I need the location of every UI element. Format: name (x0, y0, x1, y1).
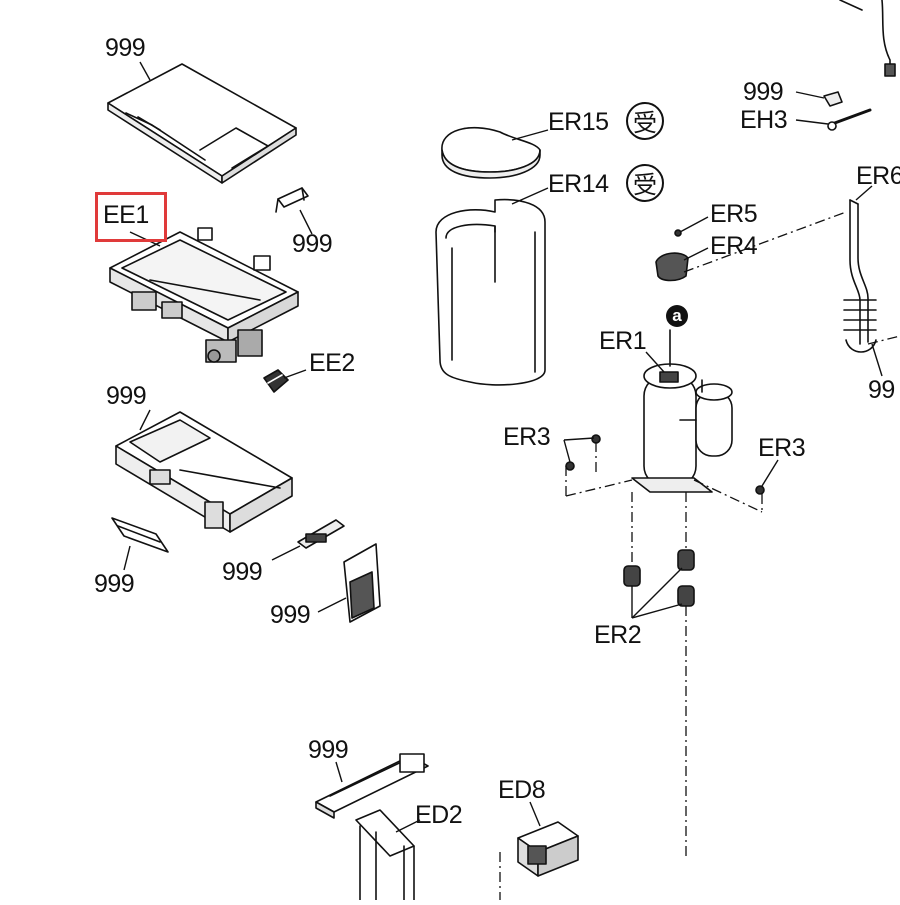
part-label-er6: ER6 (856, 162, 900, 190)
compressor-part (631, 329, 733, 493)
part-label-999: 999 (292, 230, 333, 258)
tray-part (115, 411, 293, 533)
part-label-999: 99 (868, 376, 895, 404)
part-label-er4: ER4 (710, 232, 758, 260)
leader-lines (123, 61, 883, 833)
part-label-ee2: EE2 (309, 349, 355, 377)
part-label-999: 999 (743, 78, 784, 106)
part-label-999: 999 (94, 570, 135, 598)
part-label-999: 999 (222, 558, 263, 586)
nut-part (591, 434, 601, 444)
controller-board-part (109, 227, 299, 363)
nut-part (565, 461, 575, 471)
assembly-lines (499, 211, 900, 900)
part-label-er3: ER3 (758, 434, 806, 462)
part-label-er15: ER15 (548, 108, 609, 136)
part-label-ed8: ED8 (498, 776, 546, 804)
rail-part (315, 753, 429, 819)
highlight-box (95, 192, 167, 242)
electrical-box-part (517, 821, 579, 877)
small-bracket-part (275, 187, 309, 213)
part-label-ee1: EE1 (103, 201, 149, 229)
plate-part (297, 519, 345, 549)
part-label-er5: ER5 (710, 200, 758, 228)
nut-part (755, 485, 765, 495)
connector-block-part (263, 369, 289, 393)
flap-part (343, 543, 381, 623)
insulation-sleeve-part (435, 198, 546, 386)
grommet-part (623, 549, 695, 607)
part-label-999: 999 (106, 382, 147, 410)
wire-part (839, 0, 896, 77)
part-label-er14: ER14 (548, 170, 609, 198)
part-label-er2: ER2 (594, 621, 642, 649)
receive-mark-icon: 受 (626, 102, 664, 140)
insulation-cap-part (441, 126, 541, 179)
part-label-ed2: ED2 (415, 801, 463, 829)
cover-panel-part (107, 63, 297, 184)
part-label-999: 999 (105, 34, 146, 62)
pipe-part (843, 199, 877, 353)
part-label-er3: ER3 (503, 423, 551, 451)
part-label-999: 999 (308, 736, 349, 764)
clip-part (111, 517, 169, 553)
part-label-er1: ER1 (599, 327, 647, 355)
screw-part (674, 229, 682, 237)
small-bolt-part (823, 91, 872, 131)
connector-mark-icon: a (666, 305, 688, 327)
receive-mark-icon: 受 (626, 164, 664, 202)
terminal-cover-part (655, 252, 689, 282)
part-label-999: 999 (270, 601, 311, 629)
bracket-frame-part (355, 809, 415, 901)
part-label-eh3: EH3 (740, 106, 788, 134)
